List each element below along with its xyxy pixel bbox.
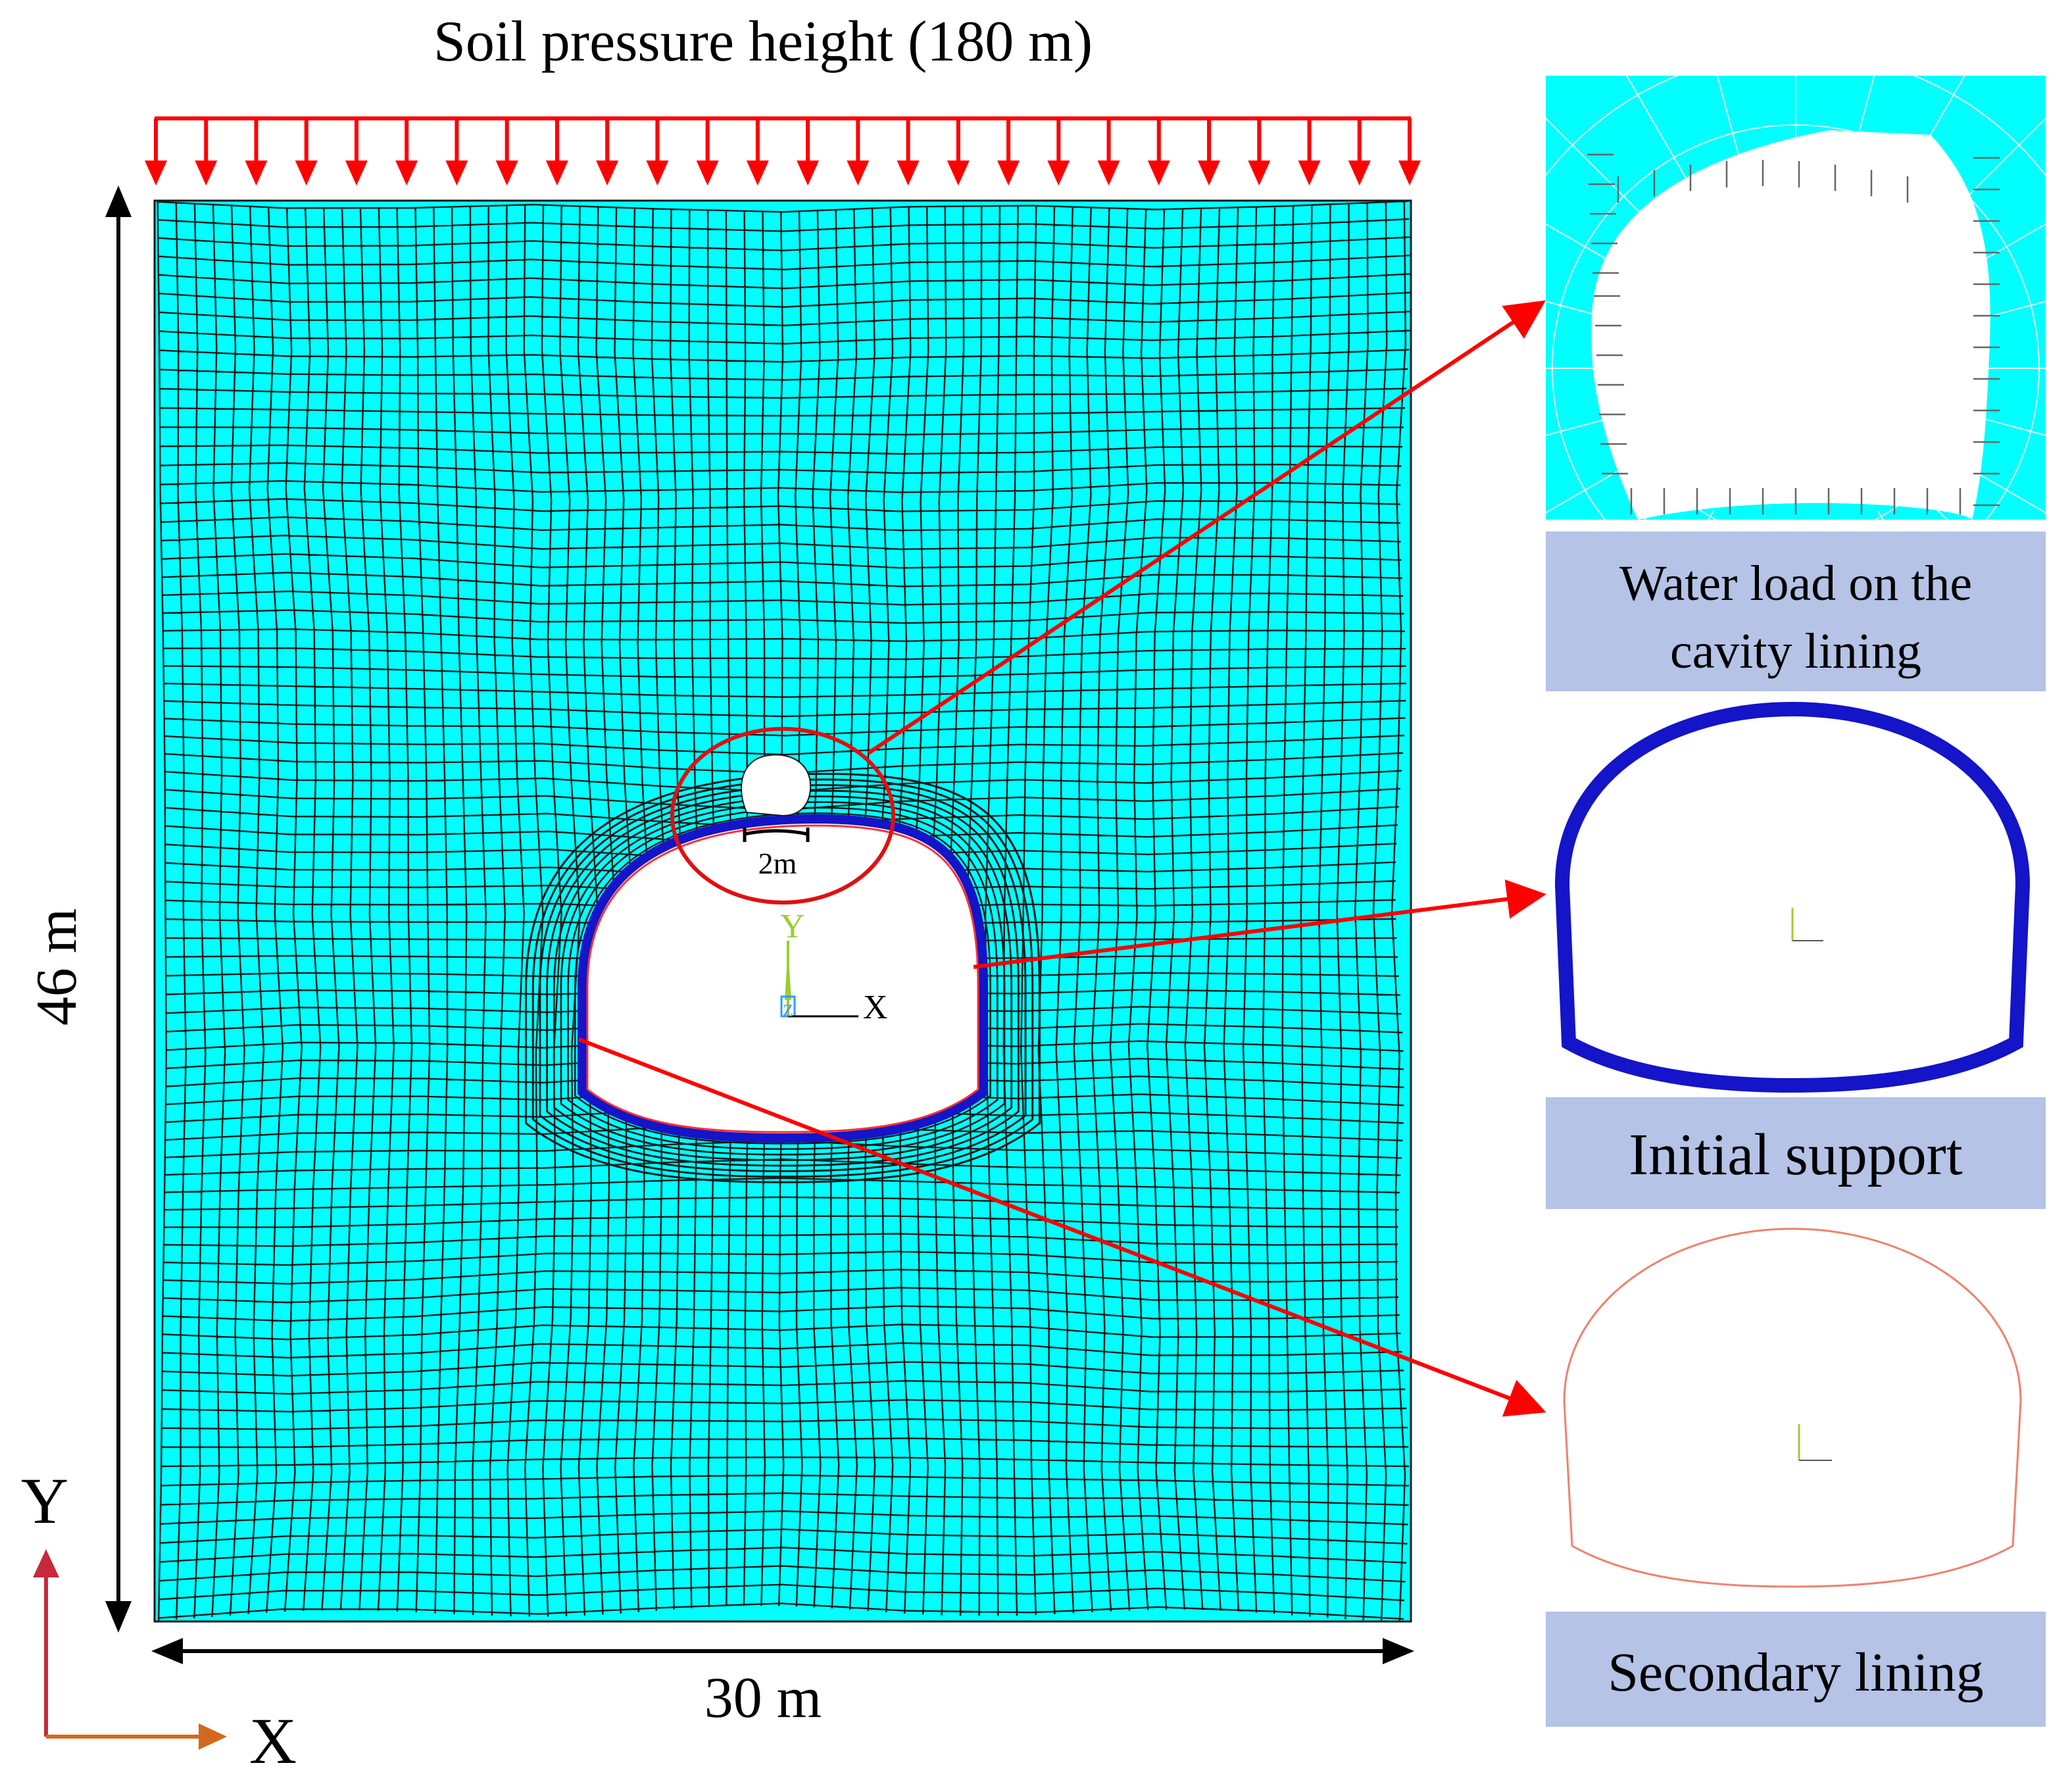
load-arrow-head [1398,161,1421,186]
secondary-lining-caption-box [1546,1612,2046,1727]
zoom-mesh-spoke [1625,76,1714,226]
load-arrow-head [746,161,769,186]
model-triad-z-label: Z [783,1001,793,1020]
zoom-mesh-spoke [1716,76,1754,210]
tunnel-cross-section [578,814,988,1143]
model-coordinate-triad: Y X Z [780,908,888,1026]
mesh-ring [546,789,1020,1167]
initial-support-caption: Initial support [1629,1122,1962,1187]
soil-pressure-arrows [145,118,1421,186]
water-load-detail-panel [1546,76,2046,520]
zoom-mesh-spoke [1938,223,2046,287]
zoom-mesh-spoke [1954,410,2046,436]
load-arrow-head [646,161,669,186]
cavity-width-dimension [744,829,808,836]
mesh-ring [525,772,1041,1183]
mesh-ring [560,801,1006,1156]
initial-support-ring [1554,701,2031,1093]
mesh-ring [539,784,1027,1172]
zoom-mesh-spoke [1546,117,1680,253]
load-arrow-head [1298,161,1321,186]
load-arrow-head [495,161,518,186]
zoom-mesh-spoke [1938,450,2046,514]
load-arrow-head [395,161,418,186]
load-arrow-head [1198,161,1221,186]
water-load-caption-box [1546,532,2046,691]
soil-pressure-label: Soil pressure height (180 m) [433,10,1093,74]
zoom-mesh-spoke [1546,301,1637,327]
water-load-caption-line-2: cavity lining [1670,624,1921,679]
width-label: 30 m [704,1666,822,1730]
zoom-mesh-spoke [1546,410,1637,436]
mesh-ring [531,778,1034,1178]
load-arrow-head [696,161,719,186]
tunnel-secondary-lining-line [586,824,979,1133]
load-arrow-head [897,161,920,186]
global-axis-x-label: X [249,1704,297,1777]
load-arrow-head [997,161,1020,186]
global-axis-y-label: Y [21,1464,68,1537]
load-arrow-head [847,161,870,186]
width-dimension [151,1638,1414,1664]
global-axes [33,1549,227,1750]
load-arrow-head [797,161,820,186]
load-arrow-head [245,161,268,186]
secondary-lining-caption: Secondary lining [1608,1642,1984,1703]
load-arrow-head [1047,161,1070,186]
water-load-cavity-shape [1591,130,1990,520]
load-arrow-head [1348,161,1371,186]
model-triad-y-label: Y [780,908,805,945]
zoom-mesh-spoke [1546,450,1654,514]
model-triad-x-label: X [863,989,888,1026]
load-arrow-head [145,161,167,186]
pointer-to-water-load [867,300,1546,755]
mesh-ring [574,812,991,1145]
initial-support-triad [1791,908,1823,941]
pointer-arrows [578,300,1546,1417]
secondary-lining-outline [1563,1227,2022,1588]
load-arrow-head [1097,161,1120,186]
load-arrow-head [1147,161,1170,186]
cavity-highlight-ellipse [670,727,895,904]
load-arrow-head [445,161,468,186]
load-arrow-head [545,161,568,186]
mesh-ring [553,795,1013,1161]
height-label: 46 m [25,908,89,1026]
zoom-mesh-spoke [1954,301,2046,327]
pointer-to-initial-support [973,879,1546,969]
load-arrow-head [596,161,619,186]
secondary-lining-triad [1798,1424,1832,1461]
load-arrow-head [1248,161,1271,186]
initial-support-caption-box [1546,1097,2046,1209]
height-dimension [105,186,132,1633]
mesh-ring [567,806,999,1151]
load-arrow-head [345,161,368,186]
karst-cavity [741,754,812,817]
load-arrow-head [195,161,218,186]
cavity-width-label: 2m [758,847,797,880]
zoom-mesh-spoke [1546,223,1654,287]
pointer-to-secondary-lining [578,1037,1546,1417]
load-arrow-head [295,161,318,186]
water-load-caption-line-1: Water load on the [1619,556,1972,611]
load-arrow-head [947,161,970,186]
